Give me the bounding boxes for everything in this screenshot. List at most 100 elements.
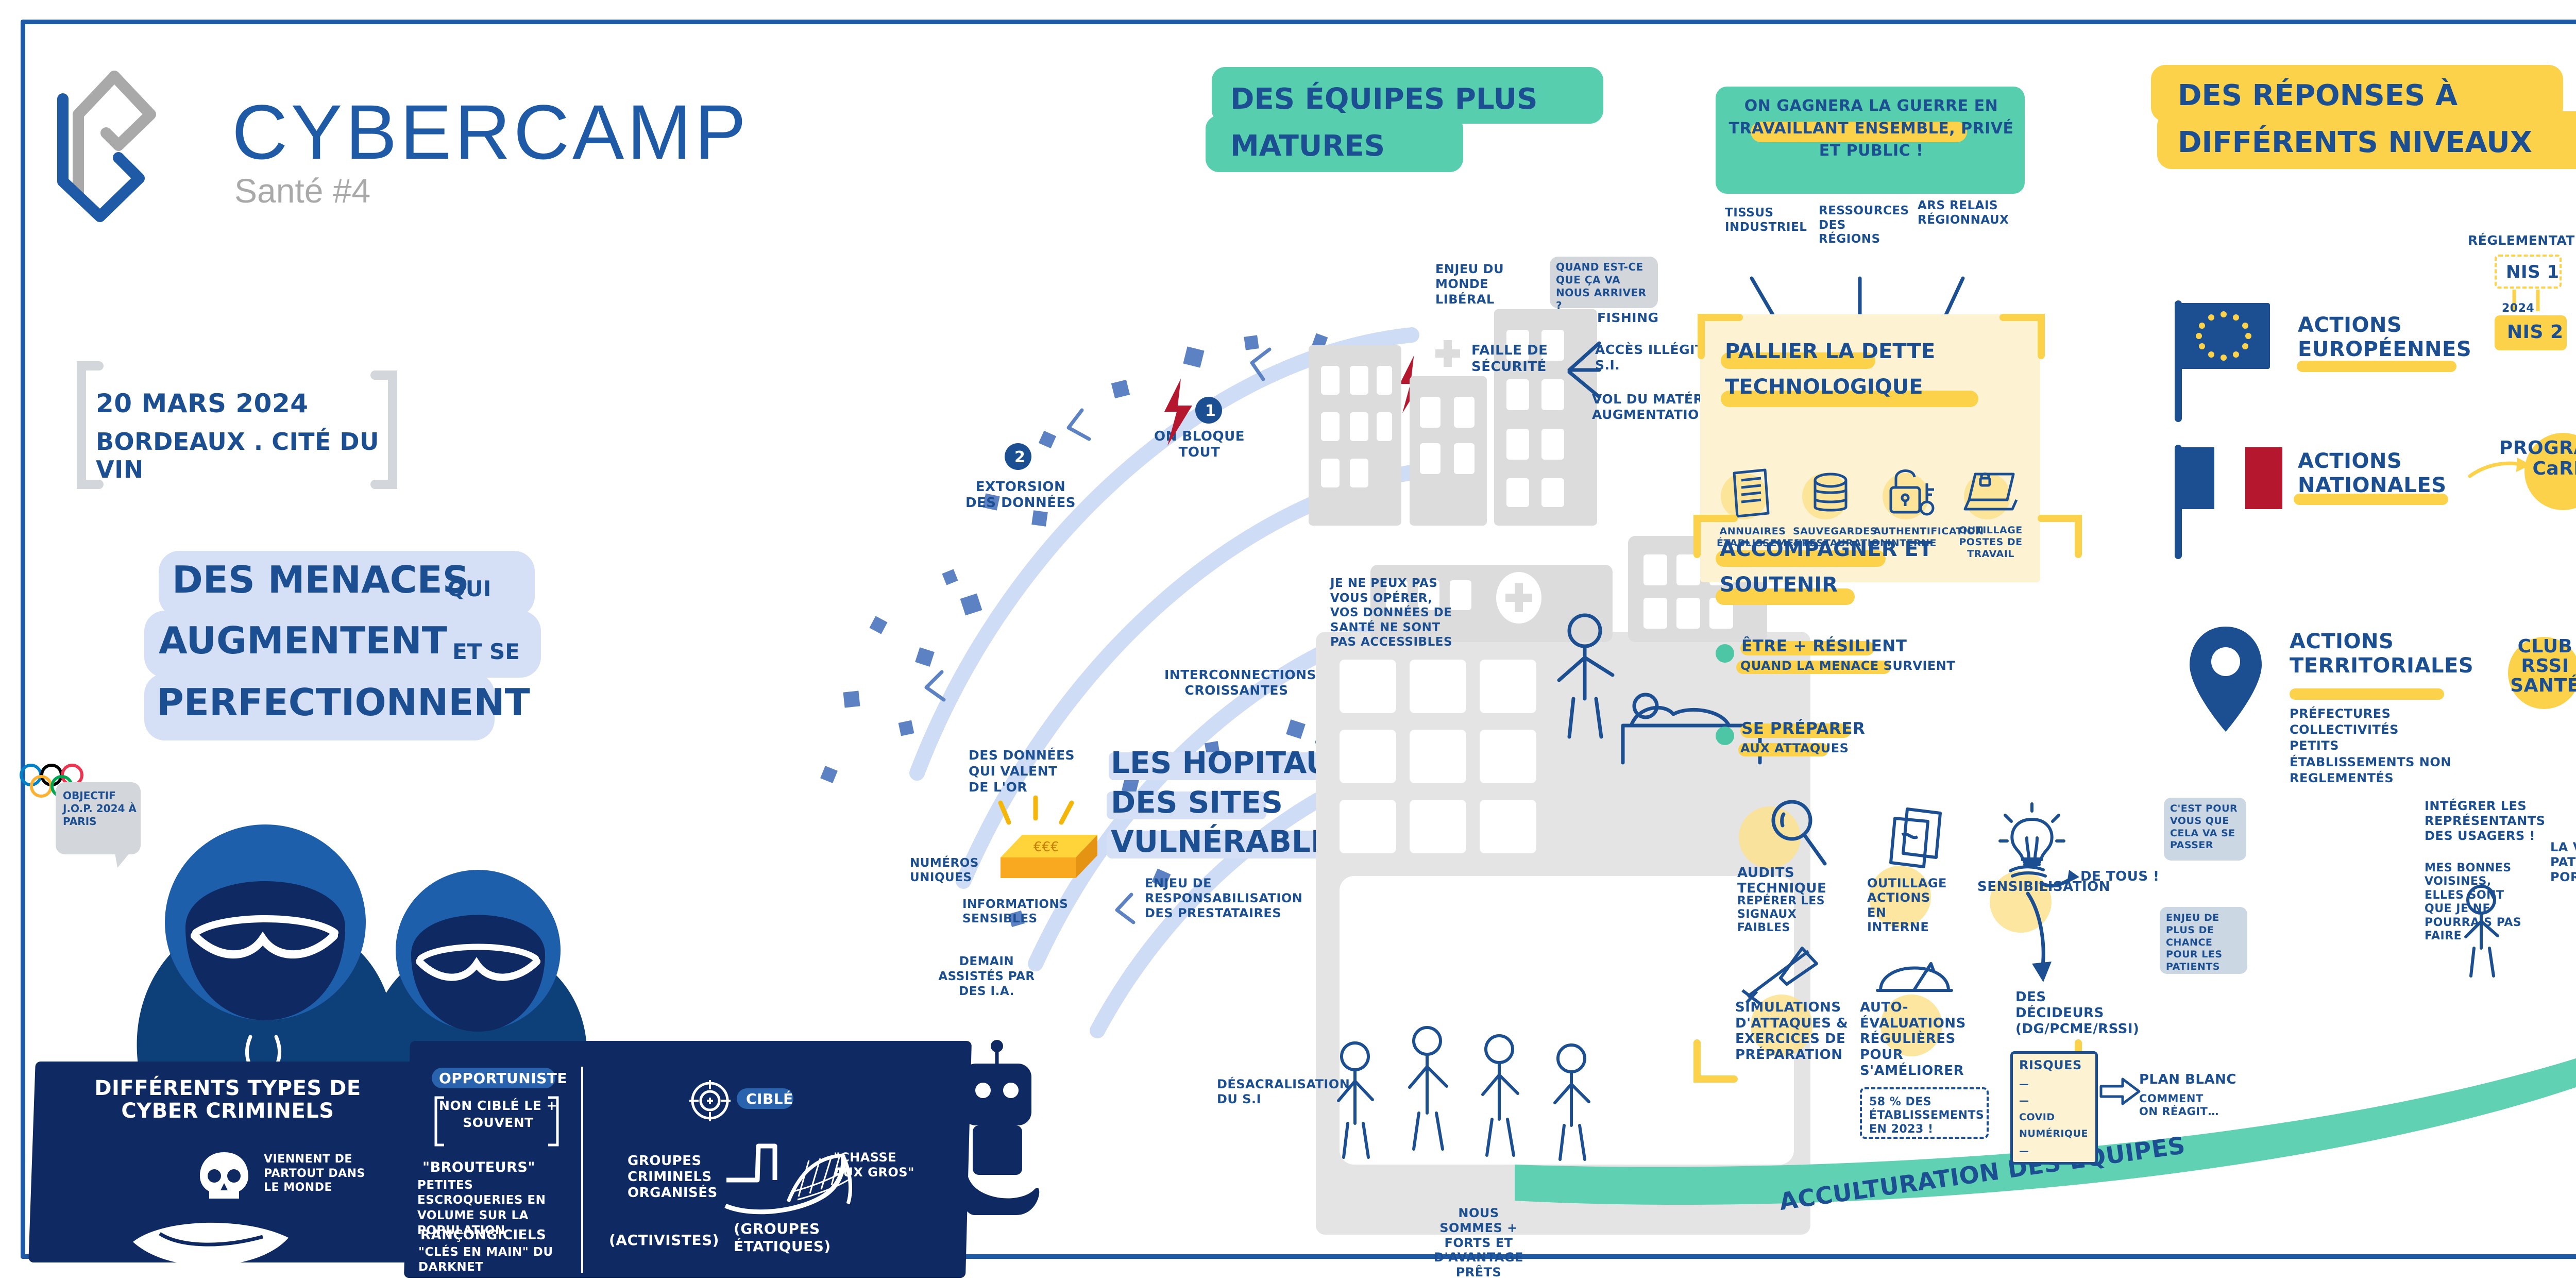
stat-box: 58 % DES ÉTABLISSEMENTS EN 2023 !: [1860, 1087, 1989, 1139]
nis1-box: NIS 1: [2495, 255, 2562, 289]
responses-title-block: DES RÉPONSES À DIFFÉRENTS NIVEAUX: [2146, 61, 2576, 195]
cybercriminal-types-title: DIFFÉRENTS TYPES DE CYBER CRIMINELS: [94, 1076, 361, 1123]
pallier-item-1-label: SAUVEGARDES &RESTAURATION: [1793, 526, 1889, 549]
padlock-key-icon: [1889, 469, 1935, 516]
club-glow: [2508, 637, 2576, 709]
gauge-icon: [1876, 962, 1953, 992]
svg-text:€€€: €€€: [1033, 839, 1059, 855]
tag-activistes: (ACTIVISTES): [609, 1232, 719, 1249]
connector-ressources: RESSOURCES DES RÉGIONS: [1819, 204, 1909, 246]
rancongiciels-title: RANÇONGICIELS: [420, 1227, 547, 1243]
bracket-small-icon: [434, 1096, 559, 1147]
pallier-item-3-label: OUTILLAGE POSTES DE TRAVAIL: [1959, 525, 2023, 560]
responses-title: DES RÉPONSES À DIFFÉRENTS NIVEAUX: [2178, 79, 2532, 160]
brand-block: CYBERCAMP Santé #4: [57, 62, 829, 232]
nis-connector-icon: [2512, 290, 2540, 311]
step-1-label: ON BLOQUE TOUT: [1154, 429, 1245, 461]
brand-name: CYBERCAMP: [232, 89, 750, 175]
badge-cible: CIBLÉ: [746, 1090, 793, 1107]
level-eu-label: ACTIONS EUROPÉENNES: [2298, 313, 2472, 362]
panel-divider: [581, 1067, 583, 1273]
risques-item-4: —: [2019, 1146, 2029, 1157]
globe-icon: [133, 1222, 289, 1266]
accompagner-bullet-0-strong: ÊTRE + RÉSILIENT: [1741, 637, 1907, 655]
quand-est-ce-bubble: [1550, 257, 1658, 308]
accompagner-bullet-0-sub: QUAND LA MENACE SURVIENT: [1740, 659, 1956, 673]
robot-icon: [961, 1040, 1040, 1216]
level-territorial-label: ACTIONS TERRITORIALES: [2290, 630, 2474, 678]
step-2-badge: 2: [1005, 443, 1031, 470]
threats-title-line2: AUGMENTENT: [159, 619, 447, 662]
badge-opportuniste: OPPORTUNISTE: [439, 1070, 568, 1087]
plan-blanc-title: PLAN BLANC: [2139, 1072, 2236, 1087]
bullet-dot: [1716, 644, 1734, 663]
risques-item-3: NUMÉRIQUE: [2019, 1128, 2088, 1139]
enjeu-monde-liberal: ENJEU DU MONDE LIBÉRAL: [1435, 262, 1504, 307]
level-territorial-sub: PRÉFECTURES COLLECTIVITÉS PETITS ÉTABLIS…: [2290, 706, 2451, 785]
brand-subtitle: Santé #4: [234, 172, 371, 210]
nis2-year: 2024: [2502, 302, 2535, 315]
plan-blanc-sub: COMMENT ON RÉAGIT…: [2139, 1092, 2219, 1118]
gold-bar-icon: €€€: [998, 795, 1097, 878]
panel-corner-brackets-1: [1698, 314, 2045, 359]
threats-title-line3: PERFECTIONNENT: [157, 681, 530, 724]
arrow-right-icon: [2039, 870, 2079, 888]
brouteurs-title: "BROUTEURS": [422, 1159, 535, 1175]
fr-flag-icon: [2175, 445, 2282, 559]
hacker-figure-1: [137, 824, 395, 1072]
accompagner-bullet-1-sub: AUX ATTAQUES: [1740, 741, 1849, 755]
fishing-net-icon: [724, 1143, 852, 1215]
step-1-badge: 1: [1195, 397, 1222, 424]
faille-de-securite-label: FAILLE DE SÉCURITÉ: [1471, 343, 1548, 375]
bubble-tail-icon: [114, 850, 132, 868]
risques-title: RISQUES: [2019, 1058, 2082, 1072]
bracket-frame-icon: [77, 361, 397, 489]
nis1-label: NIS 1: [2506, 262, 2560, 282]
voisines-label: MES BONNES VOISINES, ELLES SONT QUE JE N…: [2425, 862, 2522, 942]
step-2-label: EXTORSION DES DONNÉES: [965, 479, 1076, 511]
accompagner-title: ACCOMPAGNER ET SOUTENIR: [1720, 537, 1933, 597]
risques-list: RISQUES — — COVID NUMÉRIQUE —: [2010, 1051, 2098, 1165]
quand-est-ce-text: QUAND EST-CE QUE ÇA VA NOUS ARRIVER ?: [1556, 261, 1647, 312]
faille-item-fishing: FISHING: [1597, 310, 1659, 325]
brouteurs-body: PETITES ESCROQUERIES EN VOLUME SUR LA PO…: [417, 1178, 546, 1238]
bubble-enjeu-plus-text: ENJEU DE PLUS DE CHANCE POUR LES PATIENT…: [2166, 912, 2223, 972]
accompagner-bullet-1-strong: SE PRÉPARER: [1741, 719, 1866, 738]
integrer-label: INTÉGRER LES REPRÉSENTANTS DES USAGERS !: [2425, 799, 2546, 843]
bubble-cest-pour-text: C'EST POUR VOUS QUE CELA VA SE PASSER: [2170, 803, 2238, 851]
laptop-lock-icon: [1963, 473, 2018, 511]
badge-cible-bg: [737, 1088, 793, 1109]
magnifier-icon: [1771, 800, 1827, 866]
voix-label: LA VOIX DES PATIENTS PORTÉE: [2550, 840, 2576, 884]
decideurs-label: DES DÉCIDEURS (DG/PCME/RSSI): [2015, 989, 2140, 1037]
cybercamp-logo-icon: [57, 71, 156, 222]
arrow-down-icon: [2026, 891, 2052, 982]
badge-opportuniste-bg: [432, 1068, 555, 1088]
numeros-uniques-label: NUMÉROS UNIQUES: [910, 856, 979, 884]
faille-connector-icon: [1567, 341, 1601, 399]
threats-title: DES MENACES QUI AUGMENTENT ET SE PERFECT…: [118, 544, 582, 760]
hopitaux-title-block: LES HOPITAUX : DES SITES VULNÉRABLES: [1101, 738, 1376, 867]
tag-groupes-etatiques: (GROUPES ÉTATIQUES): [734, 1220, 831, 1255]
nis2-box: [2495, 315, 2567, 350]
document-icon: [1733, 468, 1770, 518]
connector-ars: ARS RELAIS RÉGIONNAUX: [1918, 199, 2009, 227]
responsabilisation-label: ENJEU DE RESPONSABILISATION DES PRESTATA…: [1145, 876, 1303, 920]
lightning-icon-1: [1164, 379, 1192, 446]
bubble-cest-pour: C'EST POUR VOUS QUE CELA VA SE PASSER: [2164, 798, 2246, 861]
reglementation-label: RÉGLEMENTATION: [2468, 233, 2576, 248]
skull-icon: [200, 1152, 248, 1206]
rancongiciels-body: "CLÉS EN MAIN" DU DARKNET: [418, 1245, 553, 1274]
nous-sommes-label: NOUS SOMMES + FORTS ET D'AVANTAGE PRÊTS: [1434, 1206, 1523, 1280]
club-rssi-label: CLUB RSSI SANTÉ: [2510, 636, 2576, 696]
accompagner-item-0-label: AUDITS TECHNIQUE: [1737, 865, 1827, 896]
skull-note: VIENNENT DE PARTOUT DANS LE MONDE: [264, 1153, 365, 1194]
location-pin-icon: [2190, 627, 2262, 732]
lightbulb-icon: [1998, 802, 2065, 878]
pallier-dette-title: PALLIER LA DETTE TECHNOLOGIQUE: [1725, 340, 1936, 399]
level-national-label: ACTIONS NATIONALES: [2298, 449, 2447, 498]
accompagner-item-1-label: OUTILLAGE ACTIONS EN INTERNE: [1867, 876, 1947, 934]
desacralisation-label: DÉSACRALISATION DU S.I: [1217, 1077, 1350, 1106]
infos-sensibles-label: INFORMATIONS SENSIBLES: [962, 898, 1069, 925]
sword-icon: [1741, 947, 1818, 1004]
